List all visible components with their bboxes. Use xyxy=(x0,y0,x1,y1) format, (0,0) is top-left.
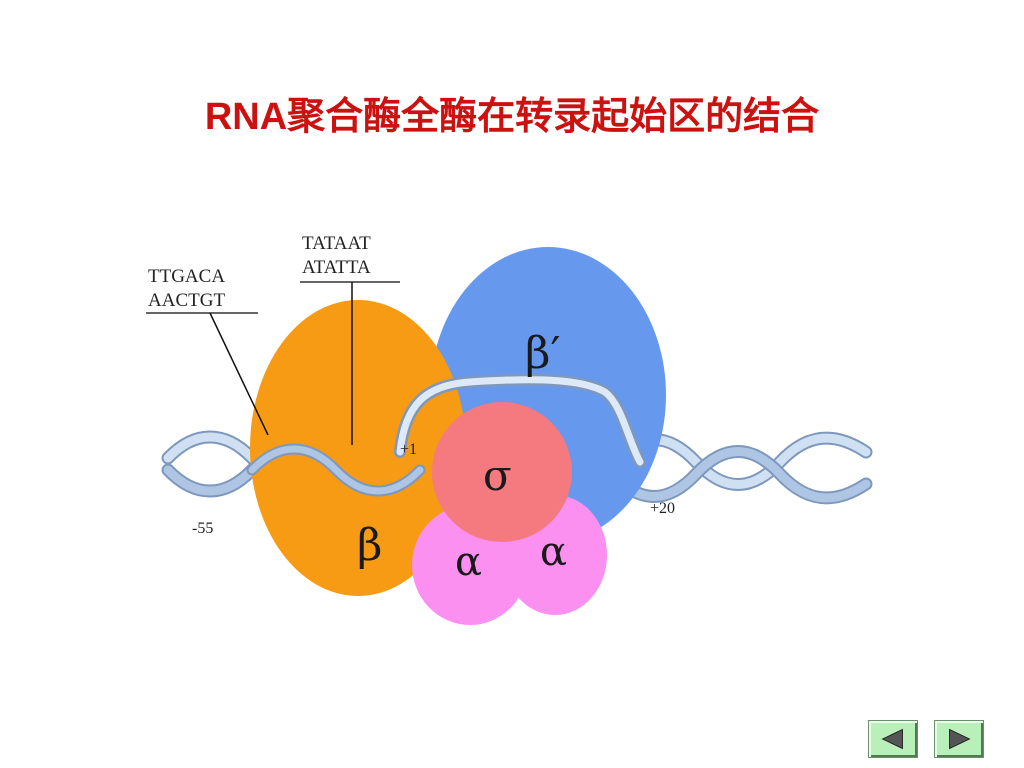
sequence-10-top: TATAAT xyxy=(302,233,371,254)
sigma-subunit xyxy=(432,402,572,542)
beta-prime-label: β′ xyxy=(525,328,560,379)
alpha-label-2: α xyxy=(540,529,567,575)
dna-front-segment xyxy=(246,443,426,497)
sigma-label: σ xyxy=(483,451,512,500)
triangle-left-icon xyxy=(881,728,903,750)
beta-subunit xyxy=(250,300,466,596)
position-start: +1 xyxy=(400,441,417,458)
prev-slide-button[interactable] xyxy=(868,720,918,758)
sequence-35-pointer xyxy=(209,312,269,436)
sequence-35-bottom: AACTGT xyxy=(148,290,225,311)
alpha-label-1: α xyxy=(455,539,482,585)
dna-open-strand xyxy=(394,373,646,468)
triangle-right-icon xyxy=(949,728,971,750)
sequence-35-top: TTGACA xyxy=(148,266,225,287)
position-downstream: +20 xyxy=(650,500,675,517)
position-upstream: -55 xyxy=(192,520,213,537)
beta-label: β xyxy=(357,520,382,571)
sequence-10-bottom: ATATTA xyxy=(302,257,371,278)
slide-title: RNA聚合酶全酶在转录起始区的结合 xyxy=(204,96,820,138)
next-slide-button[interactable] xyxy=(934,720,984,758)
